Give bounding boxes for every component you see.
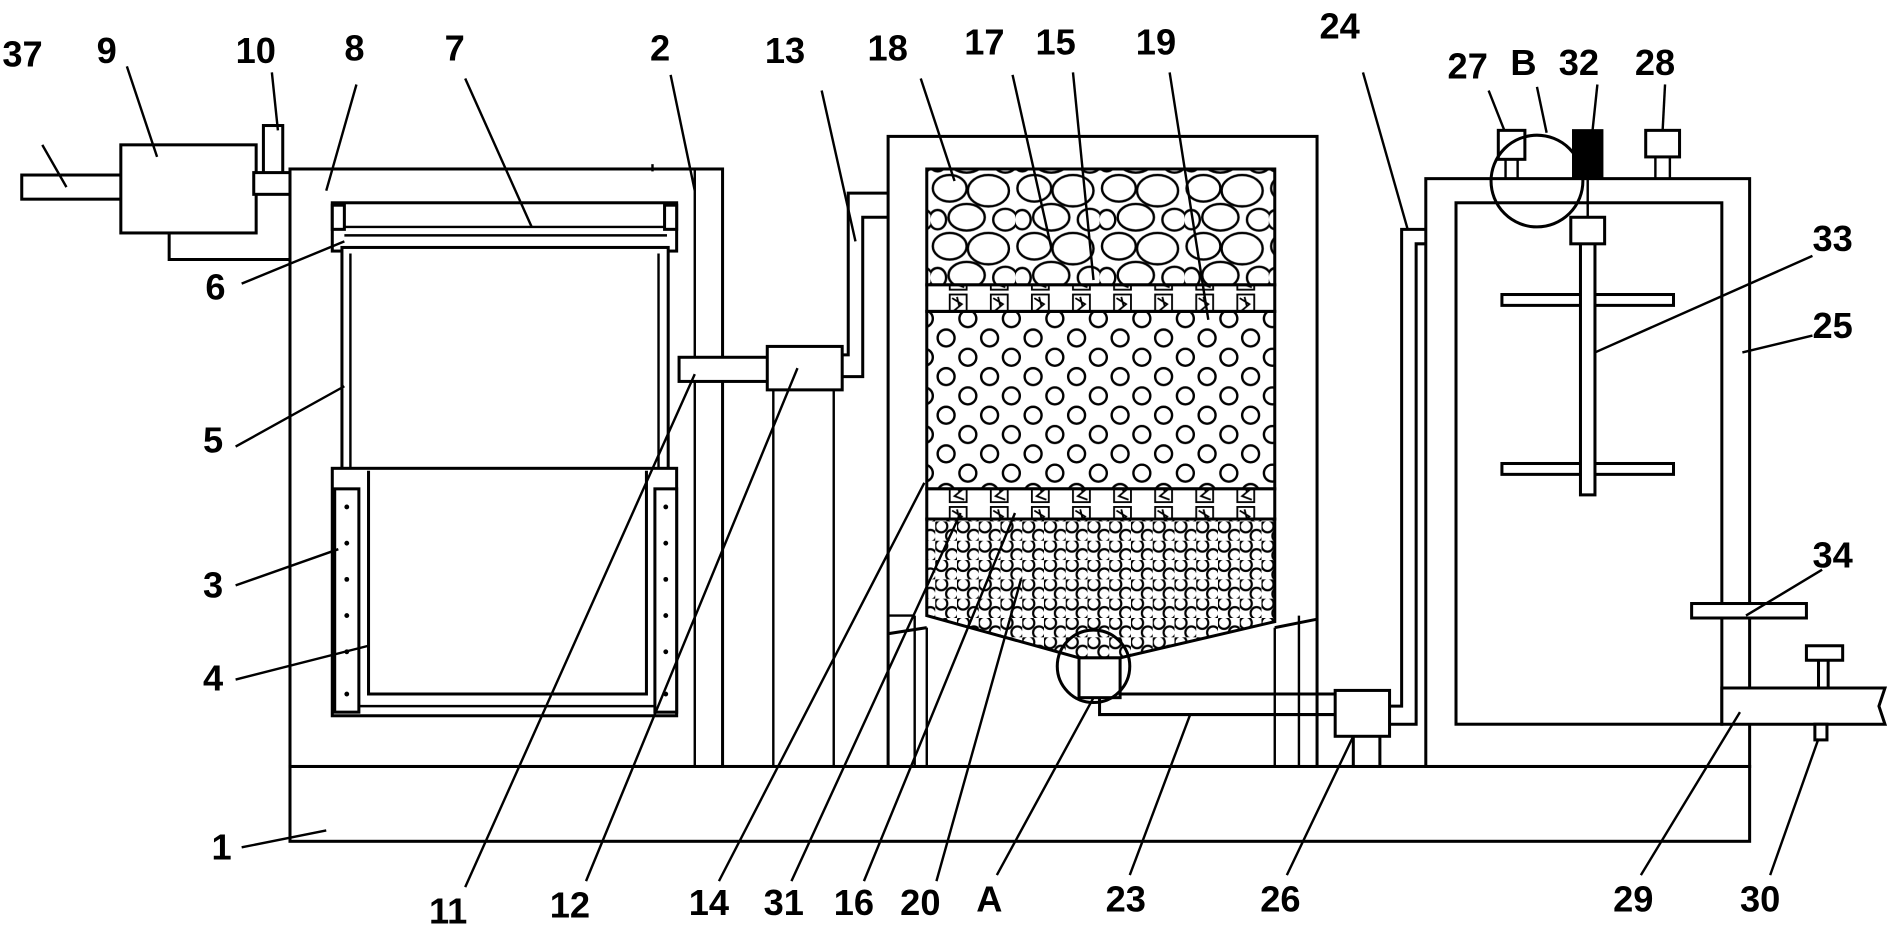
- label-28: 28: [1635, 42, 1675, 83]
- stirrer-shaft: [1578, 227, 1597, 497]
- label-33: 33: [1812, 218, 1852, 259]
- label-11: 11: [429, 890, 467, 927]
- label-7: 7: [445, 27, 465, 68]
- motor: [1572, 129, 1604, 180]
- label-20: 20: [900, 882, 940, 923]
- label-19: 19: [1136, 21, 1176, 62]
- label-25: 25: [1812, 305, 1852, 346]
- label-15: 15: [1036, 21, 1076, 62]
- label-32: 32: [1559, 42, 1599, 83]
- label-B: B: [1510, 42, 1536, 83]
- mixing-tank: [1424, 128, 1888, 768]
- label-12: 12: [550, 884, 590, 925]
- label-8: 8: [344, 27, 364, 68]
- label-17: 17: [964, 21, 1004, 62]
- stone-layer: [925, 167, 1277, 287]
- label-34: 34: [1812, 534, 1852, 575]
- lower-mesh-layer: [925, 487, 1277, 521]
- label-16: 16: [834, 882, 874, 923]
- leader-lines: [41, 66, 1823, 888]
- label-14: 14: [689, 882, 729, 923]
- label-31: 31: [764, 882, 804, 923]
- label-3: 3: [203, 564, 223, 605]
- label-23: 23: [1106, 878, 1146, 919]
- label-24: 24: [1319, 6, 1359, 47]
- label-4: 4: [203, 657, 223, 698]
- label-10: 10: [236, 30, 276, 71]
- hex-media-layer: [925, 309, 1277, 491]
- inlet-assembly: [20, 124, 337, 262]
- label-1: 1: [211, 826, 231, 867]
- label-9: 9: [97, 30, 117, 71]
- label-A: A: [976, 878, 1002, 919]
- label-27: 27: [1448, 45, 1488, 86]
- reference-labels: 37 9 10 8 7 2 13 18 17 15 19 24 27 B 32 …: [2, 6, 1852, 927]
- detail-circle-a: [1055, 628, 1132, 705]
- label-26: 26: [1260, 878, 1300, 919]
- first-tank: [288, 164, 725, 768]
- label-18: 18: [868, 27, 908, 68]
- filter-tank: [886, 134, 1319, 768]
- label-2: 2: [650, 27, 670, 68]
- label-37: 37: [2, 33, 42, 74]
- label-29: 29: [1613, 878, 1653, 919]
- base-plate: [288, 764, 1752, 843]
- label-30: 30: [1740, 878, 1780, 919]
- upper-mesh-layer: [925, 283, 1277, 313]
- label-13: 13: [765, 30, 805, 71]
- label-6: 6: [205, 266, 225, 307]
- detail-circle-b: [1489, 133, 1585, 229]
- label-5: 5: [203, 420, 223, 461]
